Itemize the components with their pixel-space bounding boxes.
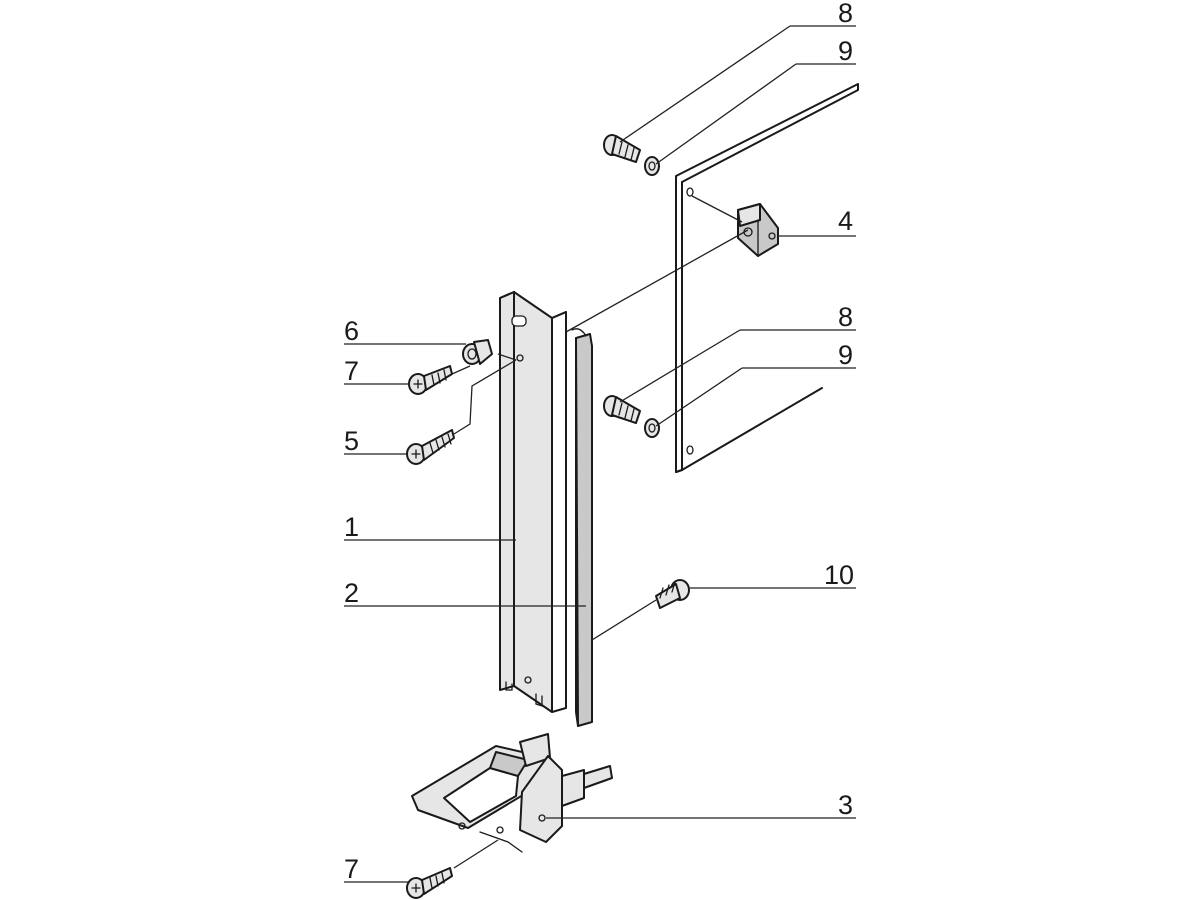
washer-part-9-upper xyxy=(644,156,660,176)
callout-label: 2 xyxy=(344,578,359,608)
screw-part-7-lower xyxy=(406,867,453,899)
callout-4: 4 xyxy=(778,206,856,237)
callout-8-upper: 8 xyxy=(619,0,856,143)
callout-label: 6 xyxy=(344,316,359,346)
callout-label: 3 xyxy=(838,790,853,820)
callout-7-lower: 7 xyxy=(344,854,410,884)
callout-label: 10 xyxy=(824,560,854,590)
handle-part-3 xyxy=(411,733,613,853)
callout-5: 5 xyxy=(344,426,408,456)
callout-1: 1 xyxy=(344,512,516,542)
callout-2: 2 xyxy=(344,578,586,608)
callout-7-upper: 7 xyxy=(344,356,410,386)
front-profile-part-1 xyxy=(499,291,567,713)
callout-label: 7 xyxy=(344,356,359,386)
callout-10: 10 xyxy=(690,560,856,590)
screw-part-8-lower xyxy=(603,395,641,424)
washer-part-9-lower xyxy=(644,418,660,438)
callout-label: 8 xyxy=(838,302,853,332)
screw-part-7-upper xyxy=(408,365,453,395)
callout-label: 8 xyxy=(838,0,853,28)
callout-label: 4 xyxy=(838,206,853,236)
callout-3: 3 xyxy=(546,790,856,820)
guide-block-part-4 xyxy=(737,203,779,257)
screw-part-8-upper xyxy=(603,134,641,163)
callout-label: 7 xyxy=(344,854,359,884)
insert-nut-part-6 xyxy=(462,339,493,365)
callout-label: 9 xyxy=(838,36,853,66)
callout-9-lower: 9 xyxy=(655,340,856,427)
callout-8-lower: 8 xyxy=(619,302,856,403)
pcb-panel xyxy=(675,83,859,473)
callout-9-upper: 9 xyxy=(655,36,856,165)
strip-part-2 xyxy=(571,328,593,727)
callout-label: 1 xyxy=(344,512,359,542)
screw-part-5 xyxy=(406,429,455,465)
callout-6: 6 xyxy=(344,316,466,346)
screw-part-10 xyxy=(655,579,690,609)
callout-label: 9 xyxy=(838,340,853,370)
callout-label: 5 xyxy=(344,426,359,456)
assembly-guide-lines xyxy=(451,195,749,869)
